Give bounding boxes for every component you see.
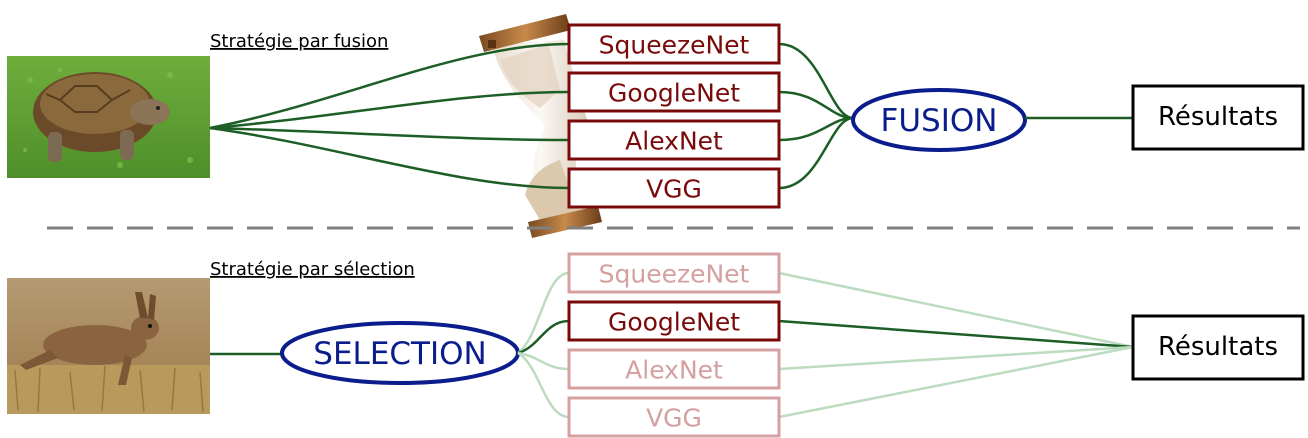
top-network-label: AlexNet [625,127,723,156]
bottom-network-label: VGG [646,404,702,433]
input-edge [209,90,570,130]
top-caption: Stratégie par fusion [210,31,388,52]
top-network-label: SqueezeNet [599,31,750,60]
output-edge [778,116,854,142]
tortoise-photo [7,56,210,178]
bottom-result-label: Résultats [1158,332,1278,362]
hourglass-icon [479,14,602,238]
top-network-box [567,71,781,113]
result-edge [778,319,1134,349]
output-edge [778,90,854,120]
input-edge [209,126,570,142]
bottom-result-box [1131,314,1305,381]
top-result-label: Résultats [1158,102,1278,132]
bottom-network-label: GoogleNet [608,308,740,337]
bottom-network-label: SqueezeNet [599,260,750,289]
selection-label: SELECTION [313,336,486,372]
output-edge [778,42,854,120]
top-network-box [567,167,781,209]
bottom-network-box [567,348,781,390]
result-edge [778,345,1134,419]
input-edge [209,126,570,190]
bottom-caption: Stratégie par sélection [210,259,415,280]
fusion-node [851,88,1027,152]
bottom-network-box [567,252,781,294]
hare-photo [7,278,210,414]
top-network-label: GoogleNet [608,79,740,108]
selection-edge [517,319,570,355]
selection-edge [517,271,570,355]
fusion-label: FUSION [881,103,998,139]
selected-network-box [567,300,781,342]
top-network-box [567,23,781,65]
bottom-network-box [567,396,781,438]
selection-edge [517,351,570,371]
result-edge [778,271,1134,349]
top-network-label: VGG [646,175,702,204]
input-edge [209,42,570,130]
result-edge [778,345,1134,371]
top-network-box [567,119,781,161]
bottom-network-label: AlexNet [625,356,723,385]
selection-edge [517,351,570,419]
top-result-box [1131,84,1305,151]
output-edge [778,116,854,190]
